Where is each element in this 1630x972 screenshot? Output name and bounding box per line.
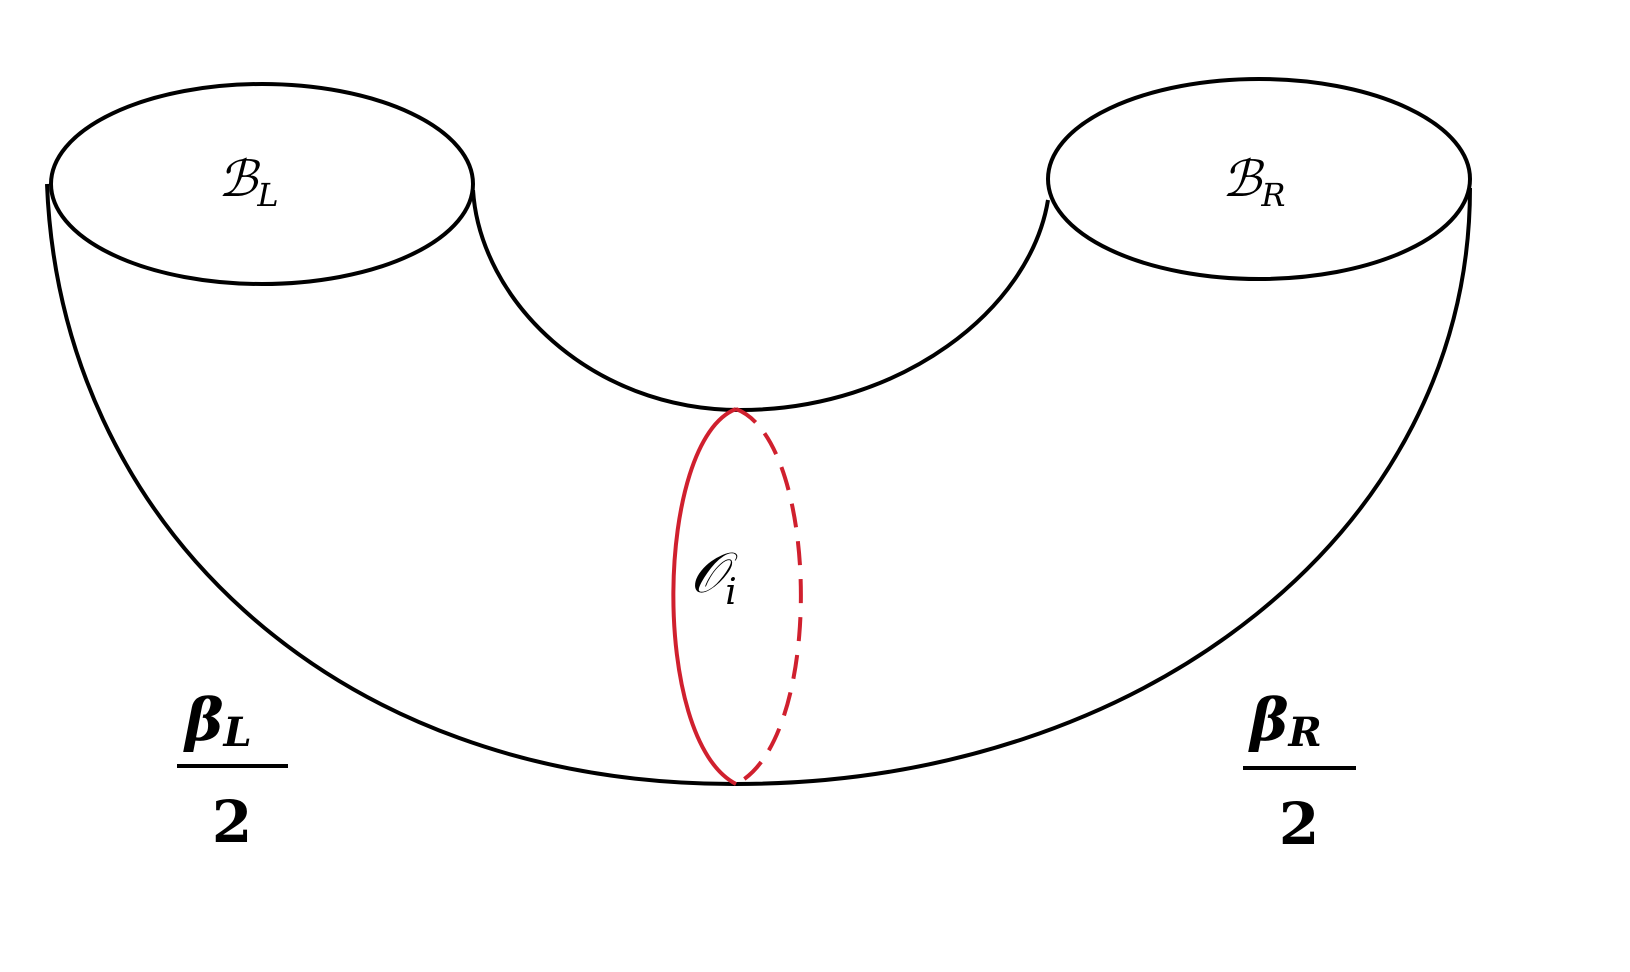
label-boundary-right-symbol: ℬ <box>1222 150 1265 208</box>
label-boundary-left-symbol: ℬ <box>218 150 261 208</box>
beta-right-symbol: β <box>1248 686 1289 754</box>
beta-left-denominator: 2 <box>212 788 252 856</box>
inner-surface-edge <box>471 189 1050 413</box>
left-boundary-ellipse <box>49 82 475 286</box>
beta-left-symbol: β <box>183 686 224 754</box>
beta-right-subscript: R <box>1288 709 1322 756</box>
label-boundary-left-subscript: L <box>256 176 278 214</box>
label-boundary-left: ℬL <box>218 150 279 214</box>
beta-right-denominator: 2 <box>1279 790 1319 858</box>
label-boundary-right-subscript: R <box>1260 176 1285 214</box>
label-operator-subscript: i <box>725 572 737 613</box>
label-beta-left-numerator: βL <box>183 686 252 756</box>
operator-loop-front <box>671 407 737 786</box>
label-beta-right-numerator: βR <box>1248 686 1322 756</box>
operator-loop-back <box>735 407 803 786</box>
beta-left-subscript: L <box>223 709 252 756</box>
right-boundary-ellipse <box>1046 77 1472 281</box>
label-operator: 𝒪i <box>690 541 738 613</box>
outer-surface-edge <box>45 183 1472 787</box>
label-boundary-right: ℬR <box>1222 150 1285 214</box>
